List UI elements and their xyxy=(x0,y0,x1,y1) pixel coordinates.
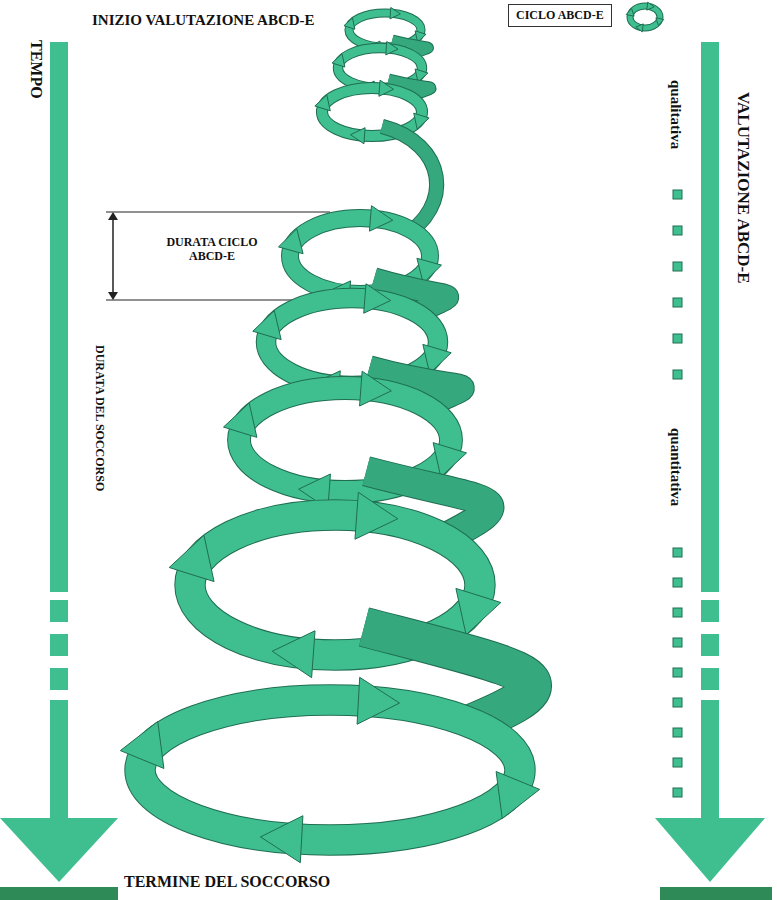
cycle-arrowhead xyxy=(414,113,429,129)
bracket-head xyxy=(108,292,118,300)
time-arrow-dash xyxy=(50,600,68,622)
cycle-ring xyxy=(630,6,660,28)
start-label: INIZIO VALUTAZIONE ABCD-E xyxy=(92,12,315,29)
progress-square xyxy=(673,578,682,587)
progress-square xyxy=(673,698,682,707)
cycle-arrowhead xyxy=(656,18,664,26)
time-arrow-shaft xyxy=(50,700,68,820)
scale-label: quantitativa xyxy=(668,428,683,506)
bracket-head xyxy=(108,212,118,220)
cycle-arrowhead xyxy=(278,229,303,254)
time-arrow-shaft xyxy=(701,42,719,592)
progress-square xyxy=(673,334,682,343)
cycle-arrowhead xyxy=(386,42,398,55)
progress-square xyxy=(673,758,682,767)
progress-square xyxy=(673,668,682,677)
end-label: TERMINE DEL SOCCORSO xyxy=(124,873,330,891)
cycle-arrowhead xyxy=(261,816,303,863)
cycle-arrowhead xyxy=(626,9,634,17)
end-bar xyxy=(0,887,118,900)
cycle-ring xyxy=(140,700,520,840)
progress-square xyxy=(673,226,682,235)
cycle-arrowhead xyxy=(253,311,281,340)
cycle-arrowhead xyxy=(169,535,214,581)
cycle-arrowhead xyxy=(315,95,330,111)
bracket-line xyxy=(106,212,330,213)
progress-square xyxy=(673,548,682,557)
box-text: CICLO ABCD-E xyxy=(516,8,604,22)
cycle-arrowhead xyxy=(636,24,643,32)
cycle-arrowhead xyxy=(332,54,345,67)
time-arrow-dash xyxy=(701,668,719,690)
cycle-arrowhead xyxy=(369,206,392,231)
cycle-arrowhead xyxy=(496,772,540,819)
cycle-arrowhead xyxy=(350,128,365,144)
time-arrow-shaft xyxy=(701,700,719,820)
progress-square xyxy=(673,608,682,617)
cycle-arrowhead xyxy=(357,677,399,724)
end-bar xyxy=(660,887,772,900)
duration-label: DURATA CICLO ABCD-E xyxy=(160,236,264,264)
arrow-head xyxy=(0,818,118,882)
progress-square xyxy=(673,788,682,797)
progress-square xyxy=(673,190,682,199)
cycle-arrowhead xyxy=(390,7,400,18)
cycle-arrowhead xyxy=(355,492,398,539)
cycle-arrowhead xyxy=(360,371,392,406)
progress-square xyxy=(673,262,682,271)
cycle-arrowhead xyxy=(344,18,355,29)
cycle-arrowhead xyxy=(647,2,654,10)
cycle-ring xyxy=(140,700,520,840)
cycle-arrowhead xyxy=(456,588,501,634)
axis-label: VALUTAZIONE ABCD-E xyxy=(735,92,752,284)
progress-square xyxy=(673,370,682,379)
cycle-arrowhead xyxy=(120,721,164,768)
time-arrow-dash xyxy=(701,634,719,656)
progress-square xyxy=(673,728,682,737)
axis-label: TEMPO xyxy=(28,40,44,99)
cycle-arrowhead xyxy=(223,403,256,437)
scale-label: qualitativa xyxy=(668,80,683,149)
bracket-line xyxy=(112,218,114,294)
cycle-arrowhead xyxy=(379,80,394,96)
cycle-arrowhead xyxy=(272,631,315,678)
cycle-arrowhead xyxy=(433,443,466,477)
time-arrow-dash xyxy=(50,668,68,690)
cycle-arrowhead xyxy=(364,284,391,313)
time-arrow-dash xyxy=(50,634,68,656)
legend-box: CICLO ABCD-E xyxy=(508,4,612,27)
time-arrow-dash xyxy=(701,600,719,622)
progress-square xyxy=(673,638,682,647)
progress-square xyxy=(673,298,682,307)
arrow-head xyxy=(655,818,765,882)
time-arrow-shaft xyxy=(50,42,68,592)
axis-label: DURATA DEL SOCCORSO xyxy=(94,345,106,491)
cycle-ring xyxy=(630,6,660,28)
